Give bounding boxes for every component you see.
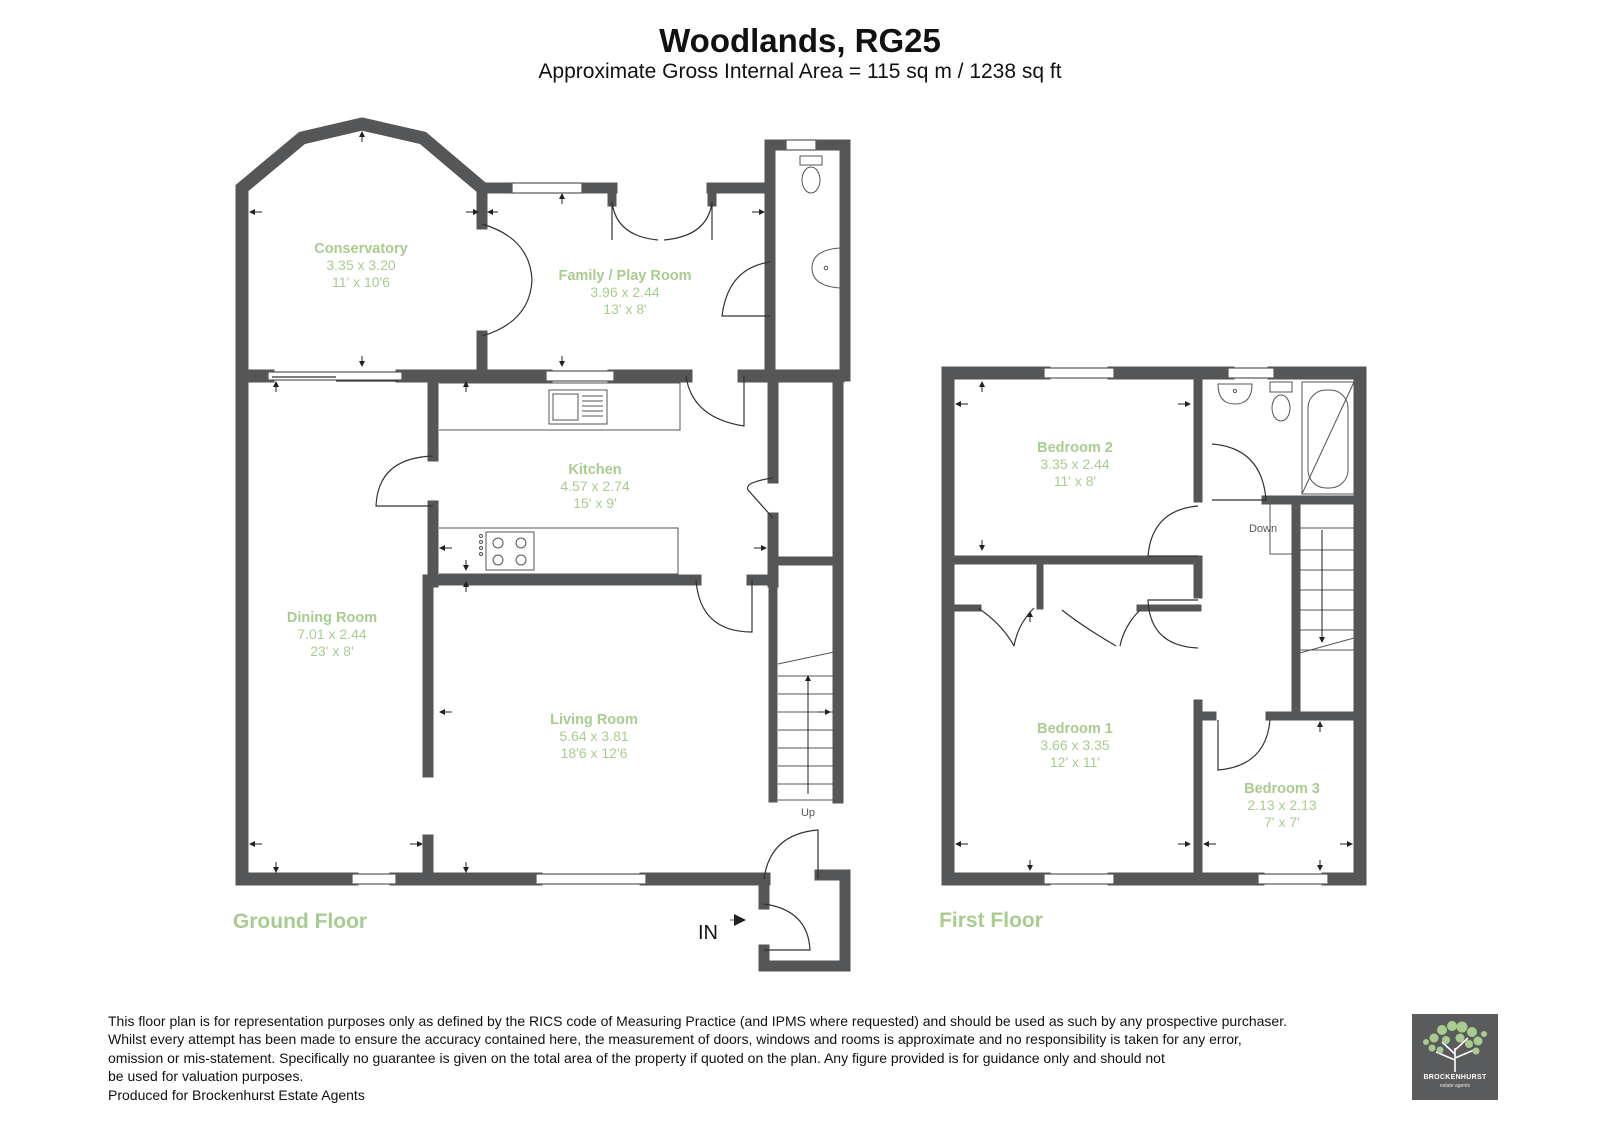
room-labels: Conservatory 3.35 x 3.20 11' x 10'6 Fami… bbox=[233, 241, 1320, 933]
door bbox=[977, 607, 1035, 647]
first-floor-label: First Floor bbox=[939, 909, 1043, 932]
tree-icon bbox=[1423, 1021, 1487, 1072]
bedroom3-metric: 2.13 x 2.13 bbox=[1247, 797, 1316, 813]
sink-icon bbox=[548, 389, 608, 425]
conservatory-wall bbox=[235, 117, 492, 377]
living-imperial: 18'6 x 12'6 bbox=[561, 745, 628, 761]
disclaimer: This floor plan is for representation pu… bbox=[108, 1012, 1408, 1104]
porch-right-wall bbox=[814, 869, 851, 972]
hob-icon bbox=[485, 531, 535, 571]
dining-metric: 7.01 x 2.44 bbox=[297, 626, 366, 642]
window bbox=[785, 139, 817, 151]
door bbox=[763, 903, 811, 951]
kitchen-metric: 4.57 x 2.74 bbox=[560, 478, 629, 494]
kitchen-fittings bbox=[439, 382, 681, 575]
floor-plan: Conservatory 3.35 x 3.20 11' x 10'6 Fami… bbox=[233, 117, 1367, 972]
bedroom3-imperial: 7' x 7' bbox=[1264, 814, 1300, 830]
first-floor-walls bbox=[941, 366, 1367, 886]
door bbox=[1061, 609, 1141, 647]
toilet-icon bbox=[799, 155, 823, 166]
door bbox=[763, 829, 819, 880]
living-name: Living Room bbox=[550, 712, 638, 728]
bedroom2-imperial: 11' x 8' bbox=[1054, 473, 1096, 489]
door bbox=[481, 223, 533, 337]
door bbox=[1211, 443, 1267, 501]
wc-fittings bbox=[799, 155, 841, 289]
bedroom1-imperial: 12' x 11' bbox=[1050, 754, 1100, 770]
disclaimer-line: be used for valuation purposes. bbox=[108, 1068, 304, 1085]
ground-stairs bbox=[777, 651, 835, 801]
kitchen-imperial: 15' x 9' bbox=[573, 495, 616, 511]
conservatory-metric: 3.35 x 3.20 bbox=[326, 257, 395, 273]
bathroom-fittings bbox=[1217, 381, 1355, 495]
logo-subtitle: estate agents bbox=[1439, 1083, 1471, 1089]
first-floor-doors bbox=[977, 443, 1271, 771]
bedroom3-name: Bedroom 3 bbox=[1244, 781, 1320, 797]
porch-left-wall-2 bbox=[758, 944, 851, 972]
door bbox=[746, 477, 774, 519]
family-metric: 3.96 x 2.44 bbox=[590, 284, 659, 300]
window bbox=[545, 370, 615, 382]
bedroom1-name: Bedroom 1 bbox=[1037, 721, 1113, 737]
door bbox=[721, 261, 771, 317]
worktop bbox=[439, 527, 679, 575]
window bbox=[267, 371, 403, 381]
ground-floor-label: Ground Floor bbox=[233, 910, 367, 933]
small-labels: Up Down IN bbox=[698, 523, 1277, 944]
entrance-label: IN bbox=[698, 922, 718, 944]
stairs-up-label: Up bbox=[801, 807, 815, 819]
kitchen-name: Kitchen bbox=[568, 462, 621, 478]
stairs-down-label: Down bbox=[1249, 523, 1277, 535]
bedroom2-metric: 3.35 x 2.44 bbox=[1040, 456, 1109, 472]
window bbox=[511, 182, 583, 194]
disclaimer-line: This floor plan is for representation pu… bbox=[108, 1013, 1287, 1029]
window bbox=[535, 873, 647, 885]
plan-title: Woodlands, RG25 bbox=[659, 22, 941, 59]
dining-name: Dining Room bbox=[287, 610, 377, 626]
door bbox=[611, 201, 713, 241]
door bbox=[1147, 505, 1199, 557]
conservatory-imperial: 11' x 10'6 bbox=[332, 274, 390, 290]
first-floor-windows bbox=[1043, 367, 1329, 885]
window bbox=[351, 873, 397, 885]
dining-imperial: 23' x 8' bbox=[310, 643, 353, 659]
bedroom1-metric: 3.66 x 3.35 bbox=[1040, 737, 1109, 753]
disclaimer-line: omission or mis-statement. Specifically … bbox=[108, 1049, 1165, 1066]
living-metric: 5.64 x 3.81 bbox=[559, 728, 628, 744]
window bbox=[1257, 873, 1329, 885]
door bbox=[1217, 719, 1271, 771]
first-measure-ticks bbox=[955, 381, 1353, 871]
ground-measure-ticks bbox=[249, 131, 831, 926]
disclaimer-line: Produced for Brockenhurst Estate Agents bbox=[108, 1086, 365, 1103]
plan-subtitle: Approximate Gross Internal Area = 115 sq… bbox=[538, 60, 1062, 83]
basin-icon bbox=[811, 247, 841, 289]
window bbox=[1043, 873, 1115, 885]
ground-floor-walls bbox=[235, 117, 851, 972]
window bbox=[1227, 367, 1275, 379]
door bbox=[695, 579, 753, 633]
door bbox=[685, 375, 745, 427]
family-name: Family / Play Room bbox=[559, 268, 692, 284]
disclaimer-line: Whilst every attempt has been made to en… bbox=[108, 1031, 1242, 1048]
basin-icon bbox=[1217, 383, 1253, 405]
brockenhurst-logo: BROCKENHURST estate agents bbox=[1412, 1014, 1498, 1100]
toilet-icon bbox=[1269, 381, 1293, 393]
door bbox=[611, 202, 713, 240]
window bbox=[1043, 367, 1115, 379]
bath-icon bbox=[1301, 381, 1355, 495]
conservatory-name: Conservatory bbox=[314, 241, 407, 257]
worktop bbox=[439, 382, 681, 431]
door bbox=[375, 455, 434, 507]
ground-floor-doors bbox=[272, 201, 819, 951]
family-imperial: 13' x 8' bbox=[603, 301, 646, 317]
first-stairs bbox=[1269, 500, 1355, 655]
logo-name: BROCKENHURST bbox=[1423, 1074, 1487, 1081]
family-top-door-jamb bbox=[607, 183, 717, 207]
door bbox=[1147, 599, 1199, 649]
ground-floor-windows bbox=[267, 139, 817, 885]
bedroom2-name: Bedroom 2 bbox=[1037, 440, 1113, 456]
door bbox=[272, 376, 398, 382]
